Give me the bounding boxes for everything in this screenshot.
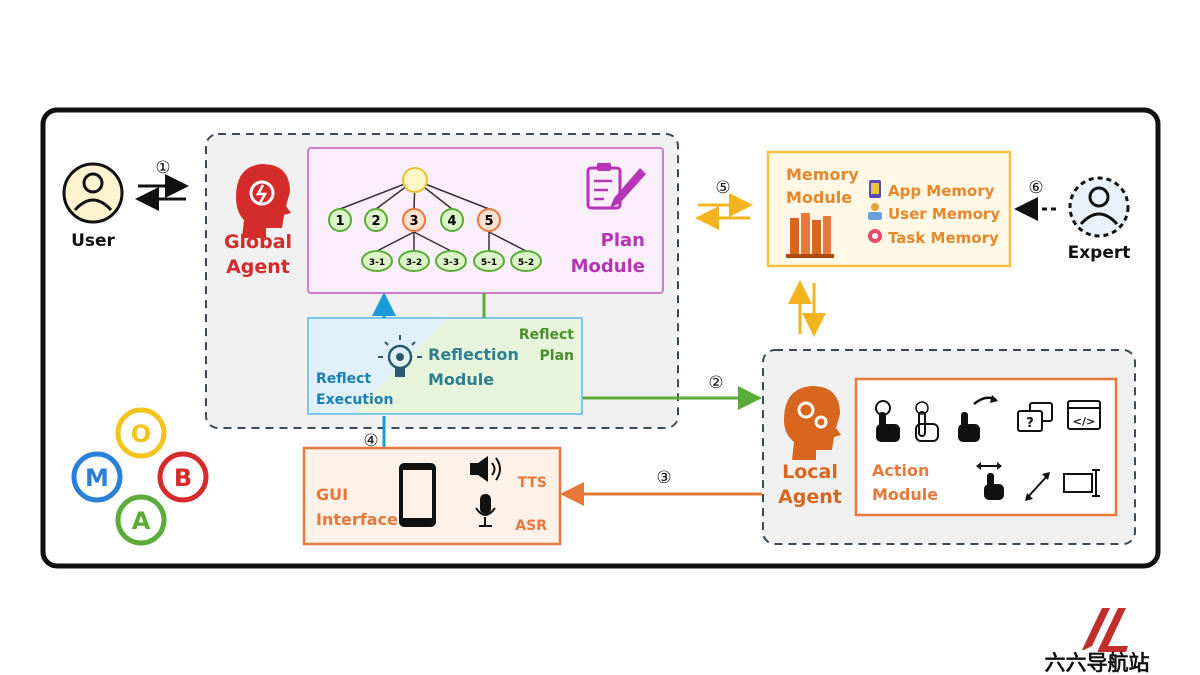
plan-node-3-3: 3-3 — [435, 250, 467, 272]
logo-letter-a: A — [115, 494, 167, 546]
plan-level2-nodes: 3-1 3-2 3-3 5-1 5-2 — [361, 250, 542, 272]
plan-node-2: 2 — [364, 208, 388, 232]
step-2-label: ② — [708, 373, 723, 393]
svg-text:3-3: 3-3 — [443, 258, 459, 268]
plan-node-3-2: 3-2 — [398, 250, 430, 272]
svg-text:2: 2 — [371, 214, 380, 229]
plan-node-5-1: 5-1 — [473, 250, 505, 272]
svg-text:M: M — [85, 464, 109, 492]
step-3-label: ③ — [656, 468, 671, 488]
watermark-logo — [1082, 608, 1128, 652]
step-6-label: ⑥ — [1028, 178, 1043, 198]
memory-module-label-line1: Memory — [786, 165, 859, 184]
memory-item-app: App Memory — [888, 182, 995, 200]
logo-letter-m: M — [71, 451, 123, 503]
plan-tree-edges — [339, 179, 527, 252]
step-4-label: ④ — [363, 431, 378, 451]
moba-logo: O M B A — [71, 407, 209, 546]
plan-level1-nodes: 1 2 3 4 5 — [328, 208, 501, 232]
local-agent-label-line2: Agent — [778, 486, 842, 508]
plan-node-5-2: 5-2 — [510, 250, 542, 272]
text-input-icon — [1063, 469, 1100, 497]
step-5-label: ⑤ — [715, 178, 730, 198]
drag-gesture-icon — [976, 462, 1004, 500]
svg-text:</>: </> — [1073, 415, 1095, 428]
svg-text:B: B — [174, 464, 192, 492]
reflection-module-label-line2: Module — [428, 370, 494, 389]
reflection-module-box — [307, 317, 583, 415]
svg-text:3: 3 — [409, 214, 418, 229]
svg-text:?: ? — [1026, 416, 1034, 431]
tap-gesture-icon — [875, 400, 900, 442]
task-memory-icon — [868, 229, 882, 243]
action-module-label-line2: Module — [872, 485, 938, 504]
lightbulb-icon — [378, 335, 422, 377]
reflect-plan-label-line1: Reflect — [519, 327, 574, 343]
memory-item-user: User Memory — [888, 205, 1000, 223]
help-dialog-icon: ? — [1017, 402, 1053, 432]
logo-letter-b: B — [157, 451, 209, 503]
svg-text:3-2: 3-2 — [406, 258, 422, 268]
swipe-gesture-icon — [958, 395, 998, 442]
app-memory-icon — [869, 180, 881, 198]
svg-text:5-2: 5-2 — [518, 258, 534, 268]
user-avatar-icon — [62, 162, 124, 224]
plan-node-5: 5 — [477, 208, 501, 232]
user-label: User — [71, 231, 115, 251]
reflect-plan-label-line2: Plan — [540, 348, 574, 364]
gui-interface-label-line2: Interface — [316, 510, 398, 529]
reflect-execution-label-line1: Reflect — [316, 371, 371, 387]
books-icon — [786, 213, 834, 258]
action-module-label-line1: Action — [872, 461, 929, 480]
expert-avatar-icon — [1068, 176, 1130, 238]
plan-root-node — [402, 167, 428, 193]
plan-node-3: 3 — [402, 208, 426, 232]
local-agent-label-line1: Local — [782, 461, 838, 483]
plan-node-1: 1 — [328, 208, 352, 232]
tts-label: TTS — [517, 475, 547, 491]
asr-label: ASR — [515, 518, 547, 534]
reflection-module-label-line1: Reflection — [428, 345, 519, 364]
microphone-icon — [475, 494, 496, 527]
svg-text:5-1: 5-1 — [481, 258, 497, 268]
logo-letter-o: O — [115, 407, 167, 459]
clipboard-icon — [586, 163, 646, 210]
user-memory-icon — [868, 203, 882, 220]
speaker-icon — [470, 456, 501, 482]
gui-interface-label-line1: GUI — [316, 485, 348, 504]
plan-module-label-line2: Module — [571, 256, 645, 277]
plan-node-4: 4 — [440, 208, 464, 232]
svg-text:A: A — [132, 507, 151, 535]
smartphone-icon — [399, 463, 436, 527]
plan-module-label-line1: Plan — [601, 230, 645, 251]
memory-item-task: Task Memory — [888, 229, 999, 247]
local-agent-head-icon — [784, 386, 841, 460]
global-agent-head-icon — [236, 164, 291, 238]
svg-text:1: 1 — [335, 214, 344, 229]
reflect-execution-label-line2: Execution — [316, 392, 393, 408]
svg-text:3-1: 3-1 — [369, 258, 385, 268]
global-agent-label-line2: Agent — [226, 256, 290, 278]
double-tap-gesture-icon — [915, 401, 939, 442]
svg-text:O: O — [131, 420, 151, 448]
resize-icon — [1025, 472, 1050, 501]
step-1-label: ① — [155, 158, 170, 178]
global-agent-label-line1: Global — [224, 231, 292, 253]
memory-module-label-line2: Module — [786, 188, 852, 207]
svg-text:5: 5 — [484, 214, 493, 229]
code-window-icon: </> — [1067, 400, 1101, 430]
watermark-text: 六六导航站 — [1045, 651, 1150, 675]
svg-text:4: 4 — [447, 214, 456, 229]
plan-node-3-1: 3-1 — [361, 250, 393, 272]
expert-label: Expert — [1068, 243, 1131, 263]
